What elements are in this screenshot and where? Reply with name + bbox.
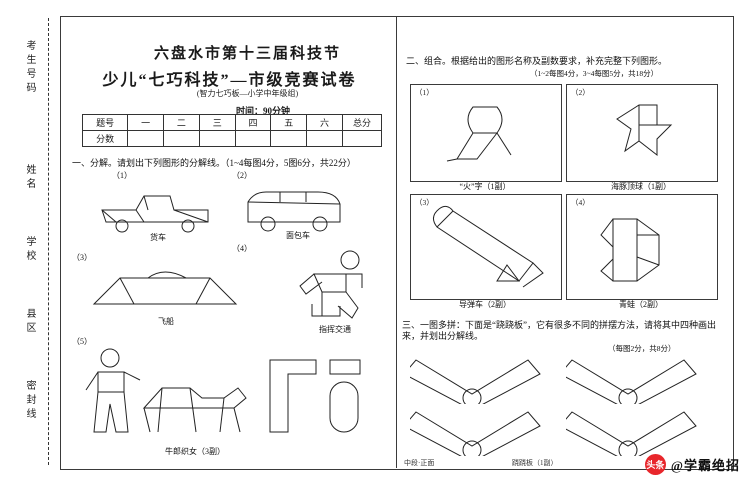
page-title-line1: 六盘水市第十三届科技节 [153, 46, 341, 62]
section2-heading: 二、组合。根据给出的图形名称及副数要求，补充完整下列图形。 [406, 56, 668, 66]
toutiao-logo-icon: 头条 [644, 454, 666, 475]
section2-item4-caption: 青蛙（2副） [619, 300, 663, 309]
figure-spaceship [92, 271, 238, 305]
binding-strip: 考生号码 姓名 学校 县区 密封线 [18, 18, 58, 465]
figure-seesaw-4 [566, 411, 697, 456]
section3-subheading: （每图2分，共8分） [608, 344, 676, 353]
binding-school: 学校 [24, 236, 35, 264]
figure-truck [101, 195, 209, 233]
section2-box-2: （2） [566, 84, 718, 182]
section1-item3-caption: 飞船 [158, 317, 174, 326]
footer-page-label: 中段·正面 [404, 459, 435, 467]
figure-dolphin-ball [616, 104, 673, 157]
section1-item5-caption: 牛郎织女（3副） [165, 447, 225, 456]
binding-district: 县区 [24, 308, 35, 336]
figure-seesaw-2 [566, 359, 697, 404]
page-title-line2: 少儿“七巧科技”—市级竞赛试卷 [102, 72, 357, 89]
time-limit-label: 时间：90分钟 [236, 106, 291, 116]
section1-item1-caption: 货车 [150, 233, 166, 242]
paper-center-divider [396, 16, 397, 468]
score-row-label: 题号 [81, 114, 129, 131]
paper-frame [60, 16, 734, 470]
section1-item4-number: （4） [232, 244, 252, 253]
page-subtitle: (智力七巧板—小学中年级组) [196, 89, 299, 98]
figure-traffic-officer [299, 250, 363, 319]
section2-item3-number: （3） [415, 198, 434, 207]
table-row: 题号 一 二 三 四 五 六 总分 [81, 114, 383, 131]
section2-item4-number: （4） [571, 198, 590, 207]
section2-box-4: （4） [566, 194, 718, 300]
score-cell [270, 130, 308, 147]
table-row: 分数 [81, 130, 383, 147]
binding-seal-line: 密封线 [24, 380, 35, 422]
score-cell: 四 [234, 114, 272, 131]
section2-box-3: （3） [410, 194, 562, 300]
section1-item4-caption: 指挥交通 [319, 325, 351, 334]
watermark: 头条 @学霸绝招 [644, 454, 740, 475]
score-cell: 六 [306, 114, 343, 131]
score-total-cell [341, 130, 383, 147]
figure-minibus [247, 191, 341, 232]
section2-item1-caption: “火”字（1副） [459, 182, 511, 191]
section1-item2-caption: 面包车 [286, 231, 310, 240]
score-cell: 三 [198, 114, 236, 131]
section3-caption: 跷跷板（1副） [512, 459, 558, 467]
section3-heading: 三、一图多拼：下面是“跷跷板”，它有很多不同的拼摆方法，请将其中四种画出来，并划… [402, 320, 716, 341]
section1-heading: 一、分解。请划出下列图形的分解线。（1~4每图4分，5图6分，共22分） [72, 158, 356, 168]
section2-item3-caption: 导弹车（2副） [459, 300, 511, 309]
score-cell [306, 130, 343, 147]
binding-candidate-number: 考生号码 [24, 40, 35, 96]
score-cell [127, 130, 165, 147]
figure-cowherd-weaver [85, 348, 361, 433]
section2-box-1: （1） [410, 84, 562, 182]
section2-item2-number: （2） [571, 88, 590, 97]
figure-fire-character [446, 106, 512, 162]
section1-item3-number: （3） [72, 253, 92, 262]
score-table: 题号 一 二 三 四 五 六 总分 分数 [81, 114, 383, 147]
section1-item5-number: （5） [72, 337, 92, 346]
watermark-text: @学霸绝招 [670, 458, 740, 473]
score-cell: 二 [163, 114, 200, 131]
score-cell [234, 130, 272, 147]
score-cell [198, 130, 236, 147]
figure-seesaw-1 [410, 359, 541, 404]
binding-dashed-line [48, 18, 50, 465]
section2-item1-number: （1） [415, 88, 434, 97]
score-total-label: 总分 [341, 114, 383, 131]
figure-seesaw-3 [410, 411, 541, 456]
figure-frog [600, 218, 660, 282]
section2-item2-caption: 海豚顶球（1副） [611, 182, 671, 191]
score-cell: 一 [127, 114, 165, 131]
score-row-label: 分数 [81, 130, 129, 147]
score-cell: 五 [270, 114, 308, 131]
section2-subheading: （1~2每图4分，3~4每图5分，共18分） [530, 69, 659, 78]
binding-name: 姓名 [24, 164, 35, 192]
section1-item1-number: （1） [112, 171, 132, 180]
score-cell [163, 130, 200, 147]
figure-missile-vehicle [433, 205, 544, 288]
section1-item2-number: （2） [232, 171, 252, 180]
